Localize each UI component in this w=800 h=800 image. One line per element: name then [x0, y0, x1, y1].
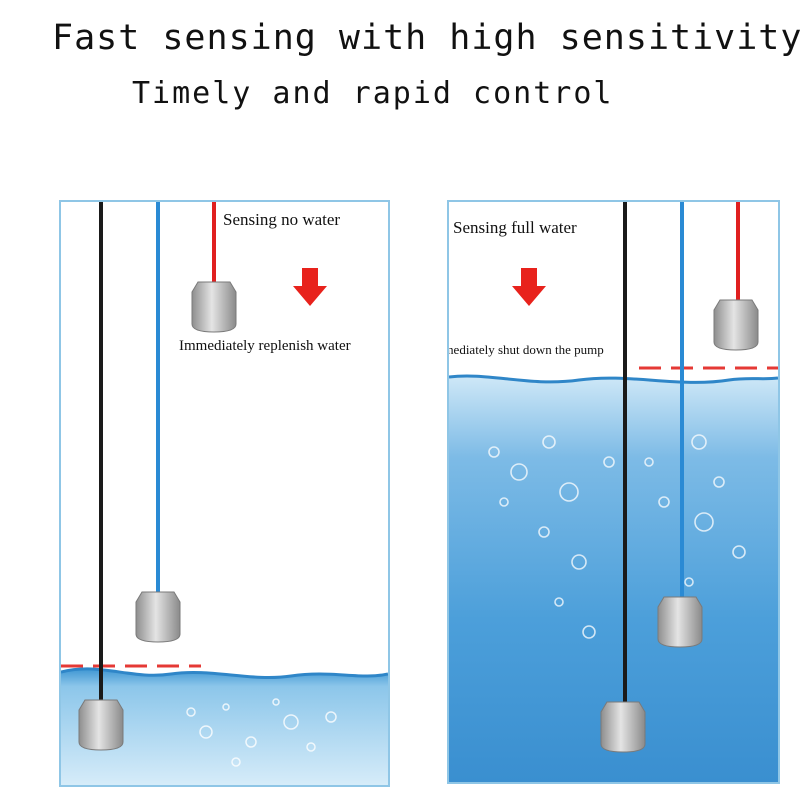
status-label: Sensing no water: [223, 210, 341, 229]
full-water-panel: Sensing full water Immediately shut down…: [447, 200, 780, 784]
down-arrow-icon: [512, 268, 546, 306]
water-surface: [61, 667, 388, 680]
full-water-illustration: [449, 202, 778, 782]
action-label: Immediately shut down the pump: [449, 342, 604, 357]
float-sensor-icon: [191, 281, 237, 333]
low-water-panel: Sensing no water Immediately replenish w…: [59, 200, 390, 787]
bubbles: [488, 434, 746, 639]
status-label: Sensing full water: [453, 218, 577, 237]
water-body: [449, 375, 778, 782]
headline-primary: Fast sensing with high sensitivity: [52, 18, 800, 58]
low-water-illustration: [61, 202, 388, 785]
down-arrow-icon: [293, 268, 327, 306]
water-body: [61, 668, 388, 785]
float-sensor-icon: [78, 699, 124, 751]
float-sensor-icon: [135, 591, 181, 643]
float-sensor-icon: [600, 701, 646, 753]
float-sensor-icon: [713, 299, 759, 351]
float-sensor-icon: [657, 596, 703, 648]
bubbles: [186, 698, 337, 767]
headline-secondary: Timely and rapid control: [132, 76, 614, 111]
action-label: Immediately replenish water: [179, 338, 351, 354]
water-surface: [449, 374, 778, 384]
